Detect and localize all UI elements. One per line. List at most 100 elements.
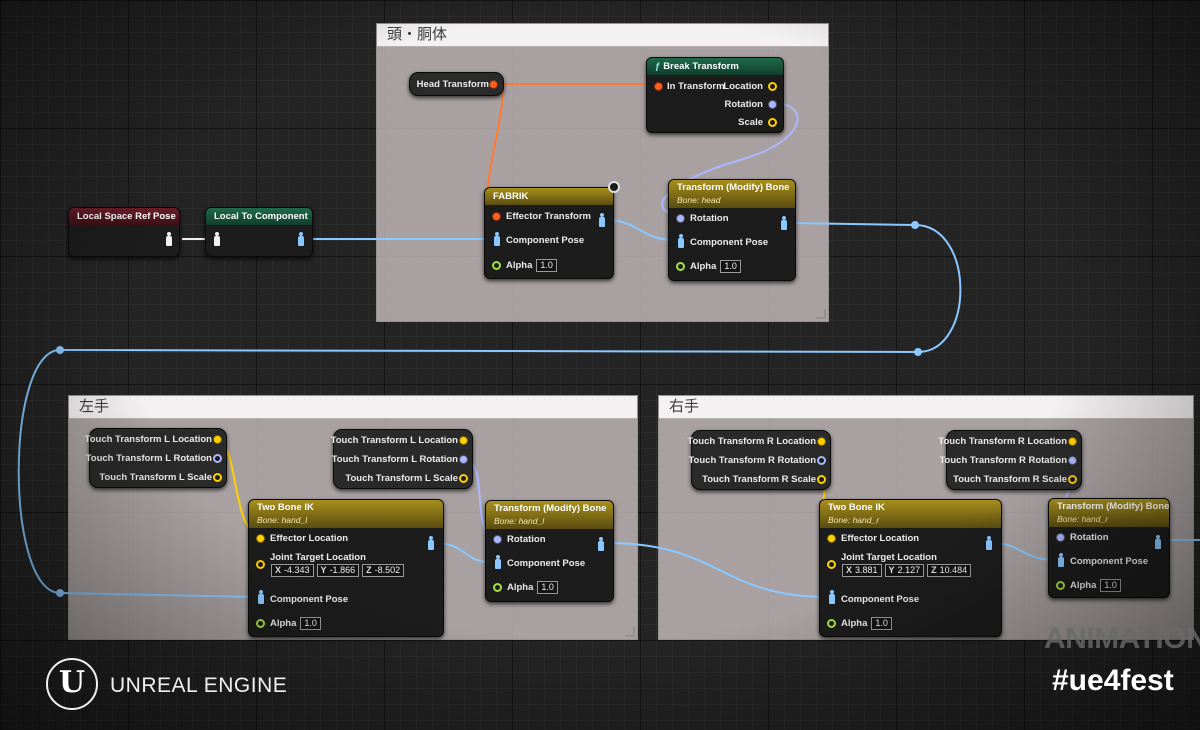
alpha-pin[interactable] <box>1056 581 1065 590</box>
variable-label: Touch Transform L Rotation <box>331 454 458 465</box>
alpha-input[interactable]: 1.0 <box>720 260 741 273</box>
alpha-pin[interactable] <box>256 619 265 628</box>
node-two-bone-ik-right[interactable]: Two Bone IK Bone: hand_r Effector Locati… <box>819 499 1002 637</box>
pin-label: Component Pose <box>506 235 585 246</box>
pin-label: Component Pose <box>507 558 586 569</box>
pose-out-pin[interactable] <box>166 232 172 246</box>
pose-out-pin[interactable] <box>598 537 604 551</box>
node-subtitle: Bone: hand_r <box>828 515 880 525</box>
y-field-value: 2.127 <box>897 565 921 575</box>
node-modify-bone-right[interactable]: Transform (Modify) Bone Bone: hand_r Rot… <box>1048 498 1170 598</box>
component-pose-in-pin[interactable] <box>494 232 500 246</box>
effector-transform-pin[interactable] <box>492 212 501 221</box>
x-field[interactable]: X-4.343 <box>271 564 314 577</box>
alpha-pin[interactable] <box>676 262 685 271</box>
y-field-value: -1.866 <box>329 565 356 575</box>
alpha-input[interactable]: 1.0 <box>300 617 321 630</box>
x-axis-label: X <box>275 565 282 575</box>
location-pin[interactable] <box>768 82 777 91</box>
rotation-pin[interactable] <box>768 100 777 109</box>
node-subtitle: Bone: head <box>677 195 721 205</box>
node-local-space-ref-pose[interactable]: Local Space Ref Pose <box>68 207 180 257</box>
node-title: Local Space Ref Pose <box>69 208 179 225</box>
location-pin[interactable] <box>213 435 222 444</box>
alpha-input[interactable]: 1.0 <box>1100 579 1121 592</box>
z-axis-label: Z <box>931 565 937 575</box>
node-head-transform[interactable]: Head Transform <box>409 72 504 96</box>
joint-target-pin[interactable] <box>256 560 265 569</box>
component-pose-in-pin[interactable] <box>258 590 264 604</box>
pin-label: Rotation <box>1070 532 1109 543</box>
node-subtitle: Bone: hand_l <box>257 515 308 525</box>
pin-label: In Transform <box>667 81 725 92</box>
rotation-pin[interactable] <box>459 455 468 464</box>
z-field-value: -8.502 <box>374 565 401 575</box>
y-field[interactable]: Y-1.866 <box>316 564 360 577</box>
node-touch-transform-l[interactable]: Touch Transform L Location Touch Transfo… <box>85 428 227 488</box>
alpha-pin[interactable] <box>492 261 501 270</box>
alpha-input[interactable]: 1.0 <box>536 259 557 272</box>
location-pin[interactable] <box>817 437 826 446</box>
rotation-pin[interactable] <box>1056 533 1065 542</box>
node-touch-transform-l[interactable]: Touch Transform L Location Touch Transfo… <box>331 429 473 489</box>
scale-pin[interactable] <box>817 475 826 484</box>
effector-location-pin[interactable] <box>827 534 836 543</box>
alpha-pin[interactable] <box>827 619 836 628</box>
pose-out-pin[interactable] <box>986 536 992 550</box>
rotation-pin[interactable] <box>493 535 502 544</box>
scale-pin[interactable] <box>1068 475 1077 484</box>
node-two-bone-ik-left[interactable]: Two Bone IK Bone: hand_l Effector Locati… <box>248 499 444 637</box>
effector-location-pin[interactable] <box>256 534 265 543</box>
alpha-input[interactable]: 1.0 <box>537 581 558 594</box>
component-pose-in-pin[interactable] <box>495 555 501 569</box>
rotation-pin[interactable] <box>1068 456 1077 465</box>
node-fabrik[interactable]: FABRIK Effector Transform Component Pose… <box>484 187 614 279</box>
location-pin[interactable] <box>1068 437 1077 446</box>
scale-pin[interactable] <box>213 473 222 482</box>
variable-label: Touch Transform L Scale <box>99 472 212 483</box>
transform-out-pin[interactable] <box>489 80 498 89</box>
alpha-input[interactable]: 1.0 <box>871 617 892 630</box>
scale-pin[interactable] <box>459 474 468 483</box>
z-field[interactable]: Z-8.502 <box>362 564 405 577</box>
rotation-pin[interactable] <box>213 454 222 463</box>
node-status-icon <box>608 181 620 193</box>
component-pose-in-pin[interactable] <box>1058 553 1064 567</box>
component-pose-in-pin[interactable] <box>678 234 684 248</box>
rotation-pin[interactable] <box>676 214 685 223</box>
variable-label: Touch Transform R Location <box>687 436 816 447</box>
rotation-pin[interactable] <box>817 456 826 465</box>
node-title-text: Two Bone IK <box>828 502 885 513</box>
node-modify-bone-left[interactable]: Transform (Modify) Bone Bone: hand_l Rot… <box>485 500 614 602</box>
pose-out-pin[interactable] <box>1155 535 1161 549</box>
pose-in-pin[interactable] <box>214 232 220 246</box>
x-field-value: -4.343 <box>284 565 310 575</box>
location-pin[interactable] <box>459 436 468 445</box>
pose-out-pin[interactable] <box>298 232 304 246</box>
wire-pose <box>604 219 676 241</box>
joint-target-pin[interactable] <box>827 560 836 569</box>
component-pose-in-pin[interactable] <box>829 590 835 604</box>
node-modify-bone-head[interactable]: Transform (Modify) Bone Bone: head Rotat… <box>668 179 796 281</box>
node-touch-transform-r[interactable]: Touch Transform R Location Touch Transfo… <box>687 430 831 490</box>
pose-out-pin[interactable] <box>428 536 434 550</box>
pose-out-pin[interactable] <box>781 216 787 230</box>
alpha-pin[interactable] <box>493 583 502 592</box>
node-touch-transform-r[interactable]: Touch Transform R Location Touch Transfo… <box>938 430 1082 490</box>
in-transform-pin[interactable] <box>654 82 663 91</box>
node-title: Transform (Modify) Bone Bone: head <box>669 180 795 208</box>
pin-label: Rotation <box>507 534 546 545</box>
pin-label: Joint Target Location <box>841 552 937 563</box>
pose-out-pin[interactable] <box>599 213 605 227</box>
node-local-to-component[interactable]: Local To Component <box>205 207 313 257</box>
pin-label: Effector Transform <box>506 211 591 222</box>
scale-pin[interactable] <box>768 118 777 127</box>
variable-label: Touch Transform R Rotation <box>688 455 816 466</box>
